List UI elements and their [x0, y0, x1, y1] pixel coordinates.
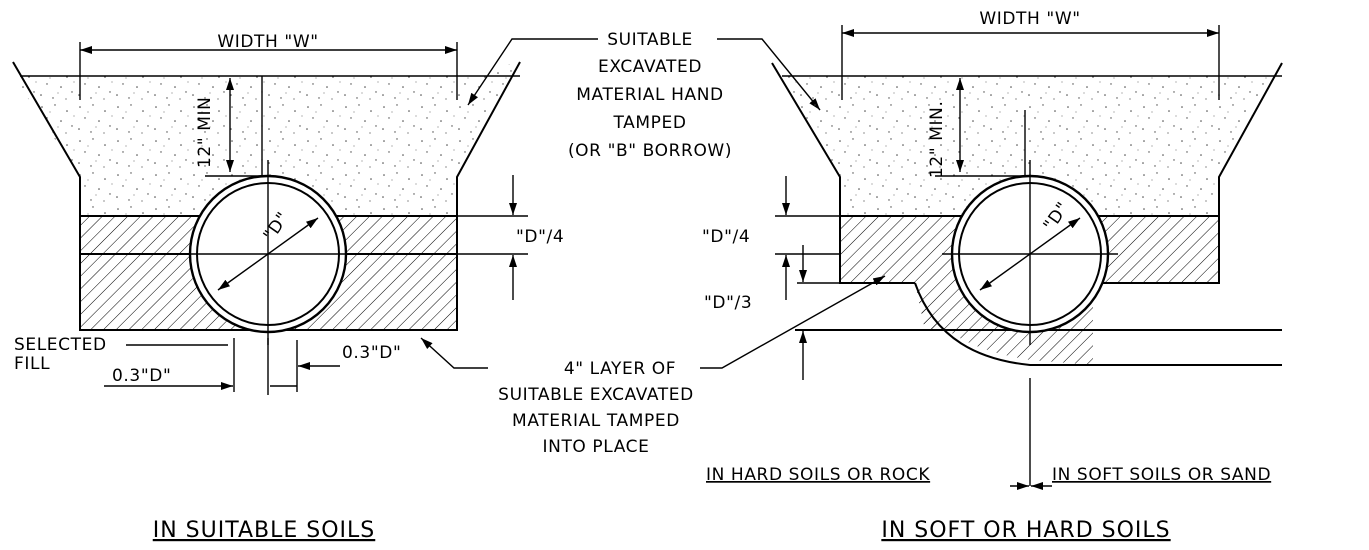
layer-note-line-1: 4" LAYER OF: [564, 359, 676, 379]
excavated-note-line-1: SUITABLE: [607, 30, 693, 50]
left-selected-fill-label-2: FILL: [14, 354, 50, 374]
right-trench-outline-right: [1093, 62, 1283, 284]
soft-soils-label: IN SOFT SOILS OR SAND: [1052, 465, 1271, 485]
right-cover-label: 12" MIN.: [927, 101, 947, 178]
layer-leader-right: [700, 275, 886, 369]
excavated-leader-left: [467, 38, 598, 106]
right-trench-outline: [771, 62, 915, 284]
left-offset-left-label: 0.3"D": [112, 366, 171, 386]
layer-note-line-2: SUITABLE EXCAVATED: [498, 385, 694, 405]
left-bedding-label: "D"/4: [516, 227, 564, 247]
left-detail: "D" WIDTH "W" 12" MIN "D"/4 SELECTED FIL…: [12, 32, 564, 543]
hard-soils-label: IN HARD SOILS OR ROCK: [706, 465, 930, 485]
left-view-title: IN SUITABLE SOILS: [153, 518, 376, 543]
left-offset-right-label: 0.3"D": [342, 343, 401, 363]
right-width-label: WIDTH "W": [979, 9, 1080, 29]
layer-note-line-4: INTO PLACE: [543, 437, 650, 457]
excavated-note-line-3: MATERIAL HAND: [576, 85, 723, 105]
right-backfill-area: [772, 63, 1282, 216]
left-selected-fill-label-1: SELECTED: [14, 335, 107, 355]
excavated-note-line-5: (OR "B" BORROW): [568, 141, 732, 161]
excavated-note-line-4: TAMPED: [612, 113, 686, 133]
right-bedding-label: "D"/4: [702, 227, 750, 247]
layer-note-line-3: MATERIAL TAMPED: [512, 411, 680, 431]
right-soft-bedding-curve: [914, 282, 1282, 366]
left-backfill-area: [13, 62, 520, 216]
left-dia-dim: [217, 217, 319, 291]
excavated-note-line-2: EXCAVATED: [598, 57, 702, 77]
right-layer-label: "D"/3: [704, 293, 752, 313]
right-dia-dim: [979, 217, 1081, 291]
left-width-label: WIDTH "W": [217, 32, 318, 52]
layer-leader-left: [420, 337, 488, 369]
right-detail: "D" WIDTH "W" 12" MIN. "D"/4 "D"/3 IN HA…: [702, 9, 1283, 543]
center-notes: SUITABLE EXCAVATED MATERIAL HAND TAMPED …: [420, 30, 886, 457]
left-cover-label: 12" MIN: [195, 97, 215, 168]
right-soft-bedding-hatch: [915, 283, 1093, 365]
right-view-title: IN SOFT OR HARD SOILS: [881, 518, 1170, 543]
